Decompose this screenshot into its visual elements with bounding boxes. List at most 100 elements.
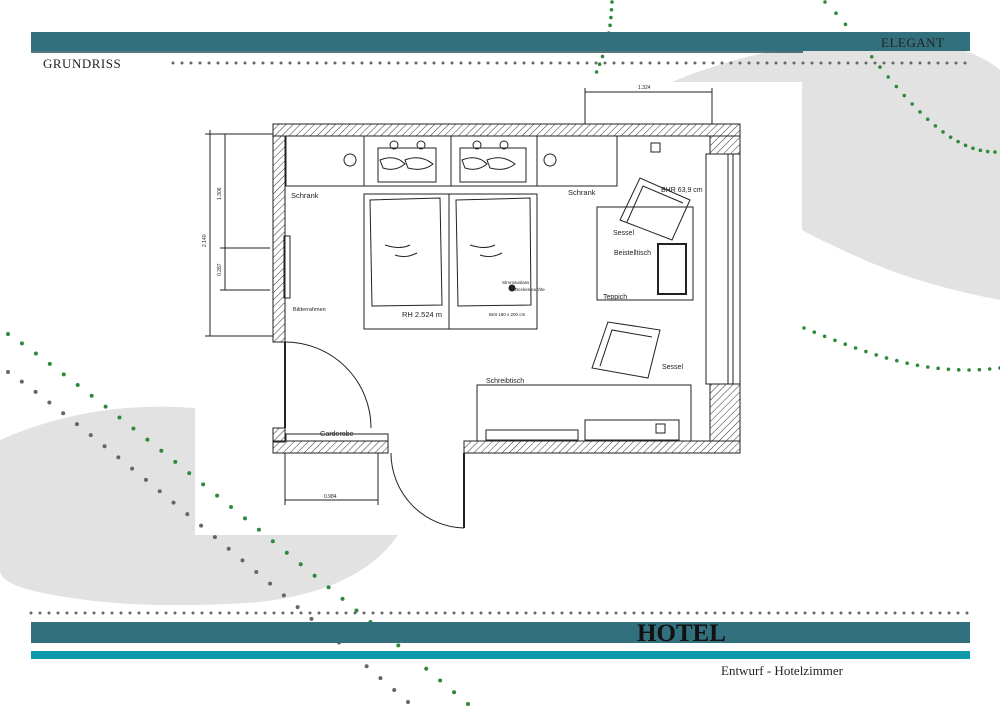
decor-dot xyxy=(75,383,80,388)
decor-dot xyxy=(468,61,472,65)
label-bed-size: Bett 180 x 200 cm xyxy=(489,312,526,317)
footer-subtitle: Entwurf - Hotelzimmer xyxy=(721,663,844,678)
dimension-left-small: 0.287 xyxy=(217,263,223,276)
decor-dot xyxy=(335,611,339,615)
decor-dot xyxy=(794,611,798,615)
decor-dot xyxy=(424,666,429,671)
decor-dot xyxy=(704,611,708,615)
decor-dot xyxy=(180,61,184,65)
coat-rack xyxy=(285,433,389,442)
decor-dot xyxy=(74,422,79,427)
decor-dot xyxy=(360,61,364,65)
decor-dot xyxy=(295,605,300,610)
label-coat-rack: Garderobe xyxy=(320,431,354,438)
decor-dot xyxy=(882,61,886,65)
decor-dot xyxy=(185,512,190,517)
pillow-left xyxy=(377,147,437,183)
decor-dot xyxy=(869,55,874,59)
decor-dot xyxy=(171,61,175,65)
decor-dot xyxy=(281,593,286,598)
decor-dot xyxy=(515,611,519,615)
decor-dot xyxy=(61,411,66,416)
decor-dot xyxy=(243,61,247,65)
bed xyxy=(363,193,538,330)
decor-dot xyxy=(711,61,715,65)
decor-dot xyxy=(893,611,897,615)
decor-dot xyxy=(857,611,861,615)
decor-dot xyxy=(596,611,600,615)
decor-dot xyxy=(226,546,231,551)
decor-dot xyxy=(585,61,589,65)
grey-blob-bottom-left xyxy=(0,406,398,606)
picture-frame xyxy=(283,235,291,299)
decor-dot xyxy=(900,61,904,65)
decor-dot xyxy=(884,611,888,615)
decor-dot xyxy=(225,61,229,65)
decor-dot xyxy=(925,117,930,122)
decor-dot xyxy=(477,61,481,65)
decor-dot xyxy=(19,341,24,346)
decor-dot xyxy=(19,379,24,384)
decor-dot xyxy=(299,611,303,615)
decor-dot xyxy=(137,611,141,615)
armchair-top xyxy=(619,177,691,241)
decor-dot xyxy=(254,611,258,615)
decor-dot xyxy=(6,332,10,336)
bath-door-swing xyxy=(390,452,465,529)
decor-dot xyxy=(459,61,463,65)
decor-dot xyxy=(963,61,967,65)
decor-dot xyxy=(540,61,544,65)
decor-dot xyxy=(729,61,733,65)
decor-dot xyxy=(866,611,870,615)
decor-dot xyxy=(623,611,627,615)
decor-dot xyxy=(936,366,940,371)
decor-dot xyxy=(884,356,889,360)
decor-dot xyxy=(843,22,848,27)
decor-dot xyxy=(587,611,591,615)
decor-dot xyxy=(340,596,345,601)
decor-dot xyxy=(164,611,168,615)
decor-dot xyxy=(977,367,982,372)
decor-dot xyxy=(236,611,240,615)
decor-dot xyxy=(189,61,193,65)
decor-dot xyxy=(875,611,879,615)
decor-dot xyxy=(650,611,654,615)
decor-dot xyxy=(29,611,33,615)
decor-dot xyxy=(767,611,771,615)
decor-dot xyxy=(802,326,806,330)
decor-dot xyxy=(846,61,850,65)
decor-dot xyxy=(414,61,418,65)
decor-dot xyxy=(128,611,132,615)
decor-dot xyxy=(740,611,744,615)
decor-dot xyxy=(279,61,283,65)
decor-dot xyxy=(119,611,123,615)
decor-dot xyxy=(971,146,975,151)
decor-dot xyxy=(560,611,564,615)
decor-dot xyxy=(632,611,636,615)
decor-dot xyxy=(600,54,605,59)
decor-dot xyxy=(747,61,751,65)
dotted-rule-bottom xyxy=(29,611,969,615)
label-wardrobe-right: Schrank xyxy=(568,188,596,197)
decor-dot xyxy=(878,65,882,69)
label-socket-note-1: Stromauslass xyxy=(502,280,530,285)
decor-dot xyxy=(83,611,87,615)
decor-dot xyxy=(783,61,787,65)
decor-dot xyxy=(524,611,528,615)
decor-dot xyxy=(461,611,465,615)
decor-dot xyxy=(823,0,827,4)
dimension-left-overall: 2.140 xyxy=(202,234,208,247)
decor-dot xyxy=(466,702,470,706)
side-table xyxy=(657,243,687,295)
decor-dot xyxy=(612,61,616,65)
decor-dot xyxy=(504,61,508,65)
decor-dot xyxy=(234,61,238,65)
decor-dot xyxy=(387,61,391,65)
decor-dot xyxy=(695,611,699,615)
decor-dot xyxy=(191,611,195,615)
window-frame xyxy=(705,153,741,385)
dotted-rule-top xyxy=(171,61,967,65)
decor-dot xyxy=(297,61,301,65)
label-socket-note-2: Deckenleuchte xyxy=(515,287,545,292)
